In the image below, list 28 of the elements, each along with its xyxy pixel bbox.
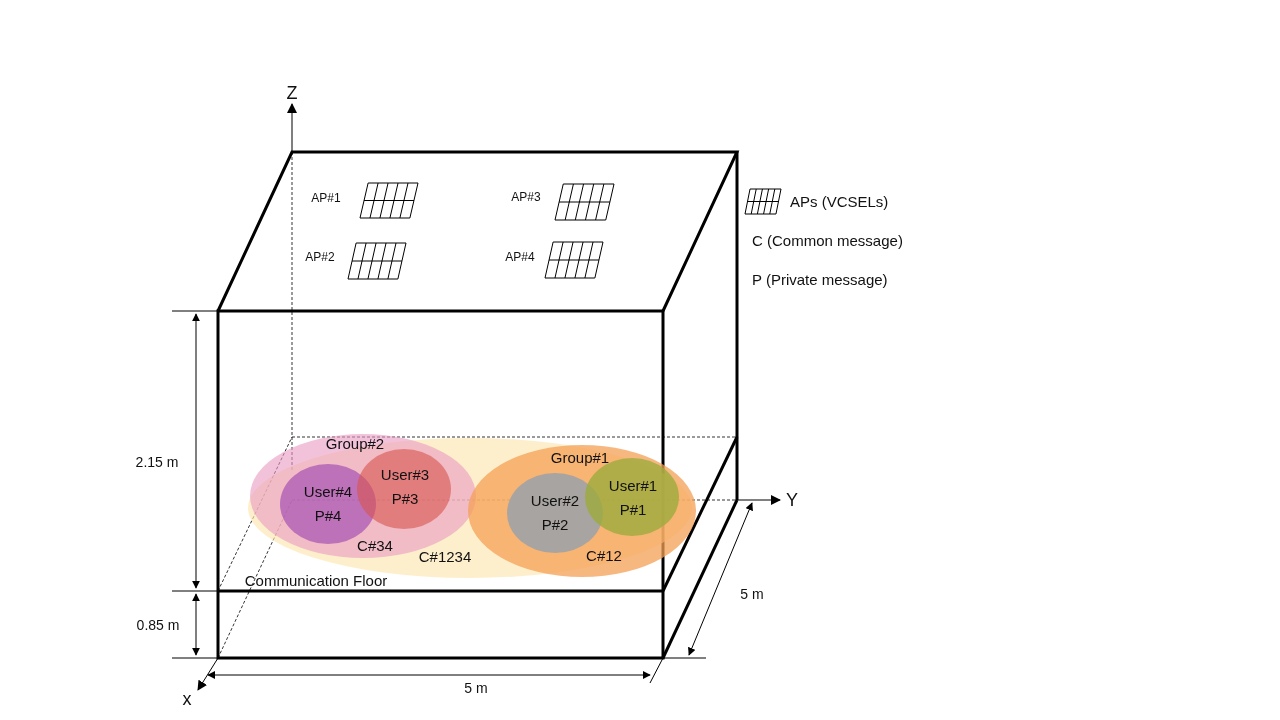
message-label: C#1234 [418,548,472,564]
axis-label: Z [286,84,298,102]
ap-label: AP#1 [311,192,341,204]
axis-label: Y [786,491,798,509]
legend-text: P (Private message) [752,271,888,287]
user-label: User#4 [303,483,353,499]
dimension-label: 5 m [740,587,764,601]
ap-label: AP#3 [511,191,541,203]
legend-text: C (Common message) [752,232,903,248]
user-label: User#3 [380,466,430,482]
message-label: C#34 [357,537,393,553]
message-label: P#1 [619,501,647,517]
message-label: P#4 [314,507,342,523]
ap-label: AP#2 [305,251,335,263]
legend-text: APs (VCSELs) [790,193,889,209]
user-label: User#2 [530,492,580,508]
dimension-label: 5 m [464,681,488,695]
message-label: P#3 [391,490,419,506]
group-label: Group#1 [550,449,610,465]
user-label: User#1 [608,477,658,493]
ap-label: AP#4 [505,251,535,263]
dimension-label: 0.85 m [136,618,180,632]
message-label: C#12 [586,547,622,563]
dimension-label: 2.15 m [135,455,179,469]
axis-label: x [182,690,192,708]
group-label: Group#2 [325,435,385,451]
message-label: P#2 [541,516,569,532]
floor-label: Communication Floor [244,572,388,588]
